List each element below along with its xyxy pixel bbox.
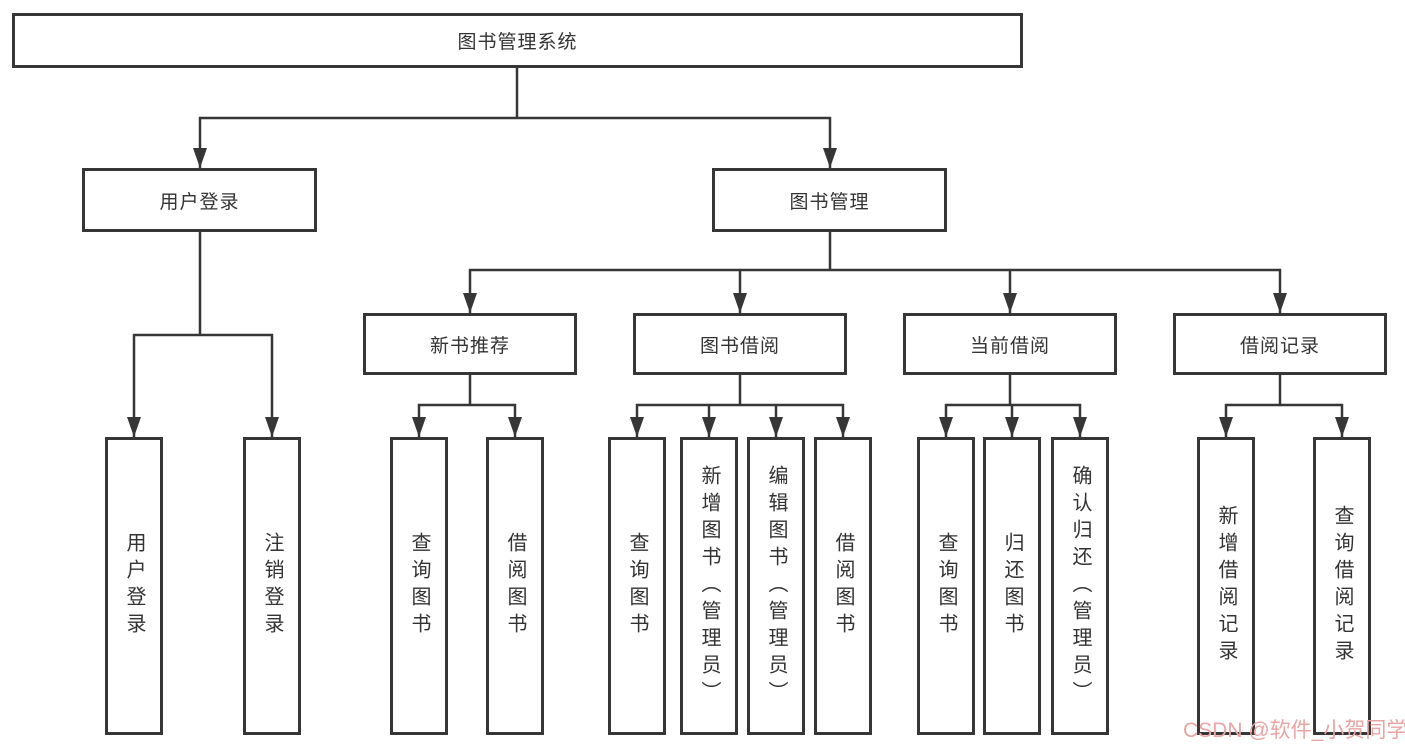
- node-label: 图书管理: [789, 191, 870, 213]
- leaf-add-borrow-record: 新增借阅记录: [1197, 437, 1255, 735]
- node-label: 注销登录: [261, 532, 283, 640]
- node-label: 查询图书: [408, 532, 430, 640]
- node-label: 借阅记录: [1239, 335, 1320, 357]
- node-label: 借阅图书: [832, 532, 854, 640]
- node-label: 编辑图书（管理员）: [765, 464, 787, 708]
- node-borrowing-records: 借阅记录: [1173, 313, 1387, 375]
- connector-book-management-branch: [463, 232, 1287, 313]
- leaf-borrow-books: 借阅图书: [814, 437, 872, 735]
- node-label: 归还图书: [1001, 532, 1023, 640]
- node-new-book-recommend: 新书推荐: [363, 313, 577, 375]
- node-label: 当前借阅: [969, 335, 1050, 357]
- node-label: 用户登录: [123, 532, 145, 640]
- node-label: 借阅图书: [504, 532, 526, 640]
- node-book-management: 图书管理: [712, 168, 947, 232]
- leaf-user-login: 用户登录: [105, 437, 163, 735]
- leaf-logout: 注销登录: [243, 437, 301, 735]
- node-label: 查询借阅记录: [1331, 505, 1353, 667]
- node-label: 用户登录: [159, 191, 240, 213]
- node-label: 图书借阅: [699, 335, 780, 357]
- leaf-edit-book-admin: 编辑图书（管理员）: [747, 437, 805, 735]
- node-label: 图书管理系统: [457, 32, 578, 53]
- node-user-login: 用户登录: [82, 168, 317, 232]
- node-label: 确认归还（管理员）: [1069, 464, 1091, 708]
- connector-user-login-branch: [127, 232, 279, 437]
- node-label: 查询图书: [935, 532, 957, 640]
- connector-borrowing-records-branch: [1219, 375, 1349, 437]
- leaf-borrow-books-recommend: 借阅图书: [486, 437, 544, 735]
- leaf-confirm-return-admin: 确认归还（管理员）: [1051, 437, 1109, 735]
- node-label: 新书推荐: [429, 335, 510, 357]
- leaf-return-book: 归还图书: [983, 437, 1041, 735]
- leaf-query-borrow-record: 查询借阅记录: [1313, 437, 1371, 735]
- node-label: 查询图书: [626, 532, 648, 640]
- connector-current-borrowing-branch: [939, 375, 1087, 437]
- node-current-borrowing: 当前借阅: [903, 313, 1117, 375]
- node-book-borrowing: 图书借阅: [633, 313, 847, 375]
- leaf-add-book-admin: 新增图书（管理员）: [680, 437, 738, 735]
- node-label: 新增借阅记录: [1215, 505, 1237, 667]
- node-library-system: 图书管理系统: [12, 13, 1023, 68]
- leaf-query-books-recommend: 查询图书: [390, 437, 448, 735]
- leaf-query-books-current: 查询图书: [917, 437, 975, 735]
- connector-root-to-level2: [193, 68, 837, 168]
- watermark: CSDN @软件_小贺同学: [1183, 719, 1405, 742]
- node-label: 新增图书（管理员）: [698, 464, 720, 708]
- connector-book-borrowing-branch: [630, 375, 850, 437]
- connector-new-book-recommend-branch: [412, 375, 522, 437]
- leaf-query-books-borrowing: 查询图书: [608, 437, 666, 735]
